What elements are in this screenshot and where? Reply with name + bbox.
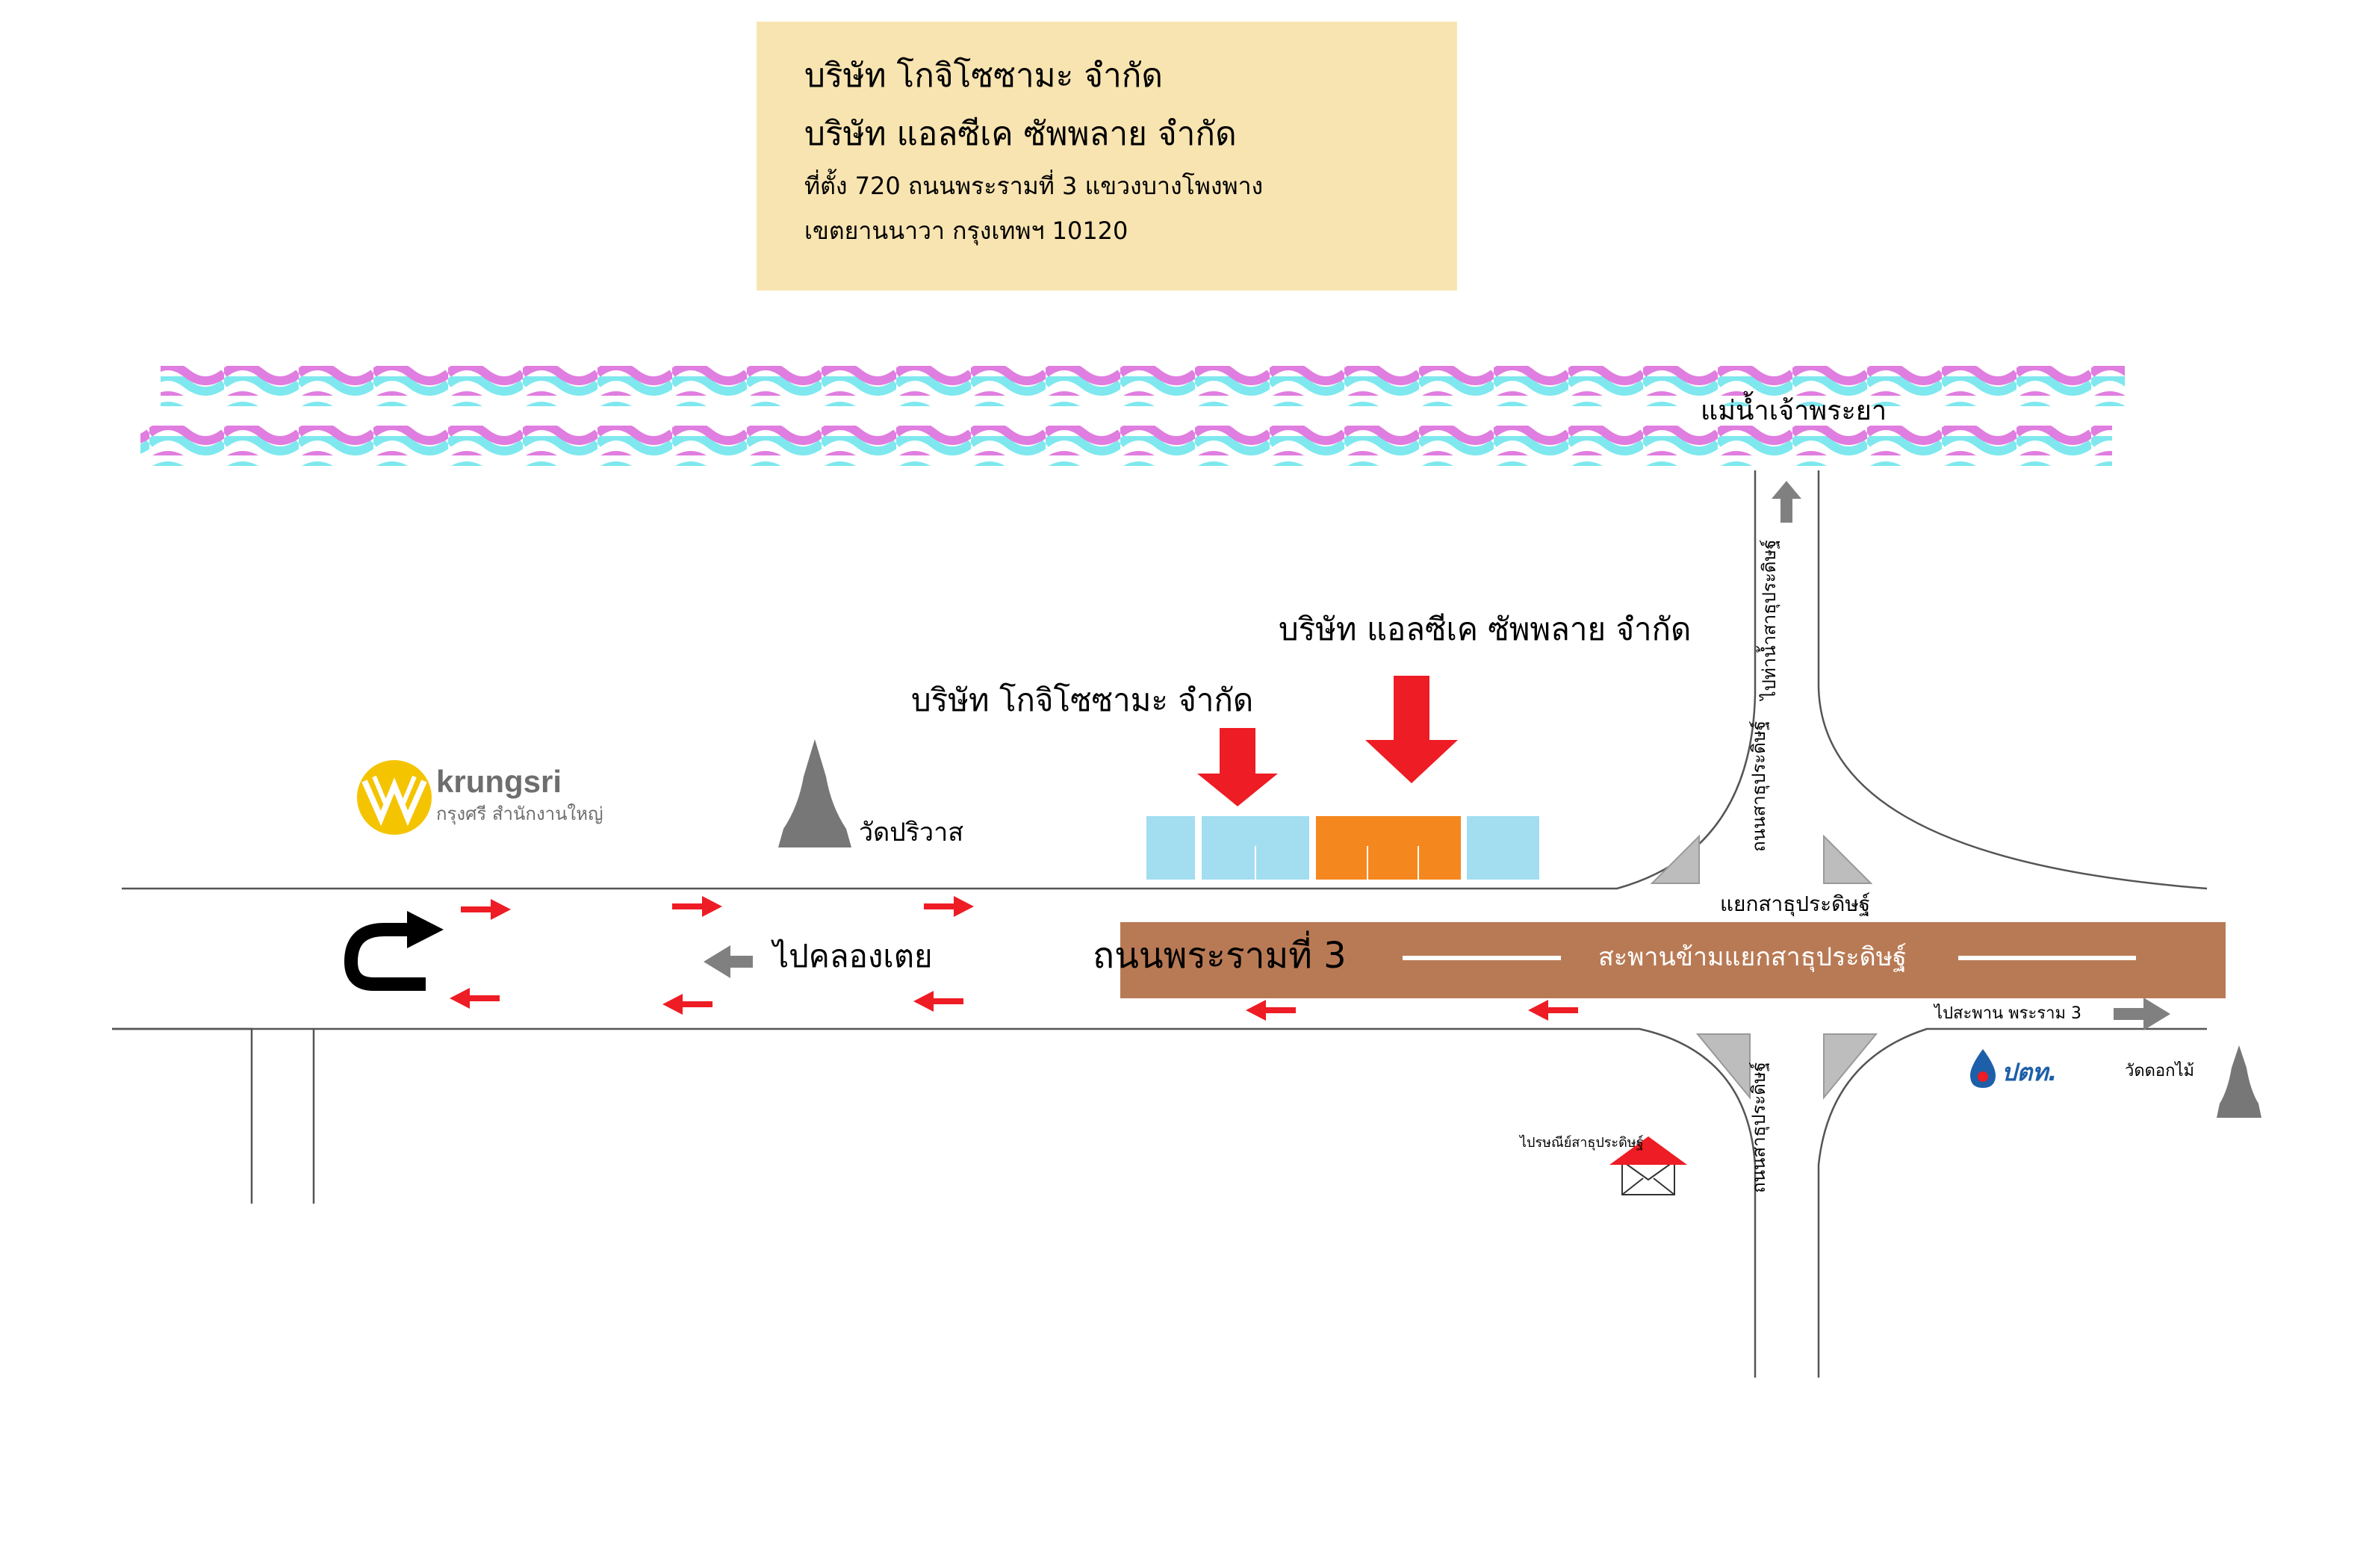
wat-pariwat-label: วัดปริวาส	[859, 818, 963, 847]
river	[140, 366, 2125, 466]
krungsri-name: krungsri	[436, 764, 562, 799]
address-company1: บริษัท โกจิโซซามะ จำกัด	[804, 57, 1164, 95]
lck-location-arrow-icon	[1365, 676, 1458, 783]
sathu-road-lower-label: ถนนสาธุประดิษฐ์	[1748, 1062, 1769, 1193]
u-turn-icon	[344, 911, 444, 991]
to-pier-label: ไปท่าน้ำสาธุประดิษฐ์	[1759, 539, 1780, 700]
rama3-road-label: ถนนพระรามที่ 3	[1093, 935, 1347, 977]
to-khlong-toei-label: ไปคลองเตย	[773, 938, 933, 974]
address-company2: บริษัท แอลซีเค ซัพพลาย จำกัด	[804, 115, 1237, 153]
pagoda-icon	[2217, 1045, 2261, 1118]
krungsri-logo	[357, 760, 432, 835]
address-box	[757, 22, 1457, 290]
post-office-icon	[1609, 1136, 1687, 1195]
pagoda-icon	[778, 739, 851, 847]
sathu-road-upper-label: ถนนสาธุประดิษฐ์	[1748, 721, 1769, 852]
ptt-logo	[1970, 1049, 1996, 1088]
to-pier-arrow-icon	[1772, 481, 1801, 523]
to-rama3-bridge-label: ไปสะพาน พระราม 3	[1934, 1004, 2081, 1023]
krungsri-branch: กรุงศรี สำนักงานใหญ่	[436, 803, 603, 824]
buildings	[1146, 816, 1539, 880]
lck-company-label: บริษัท แอลซีเค ซัพพลาย จำกัด	[1279, 611, 1692, 647]
address-line2: เขตยานนาวา กรุงเทพฯ 10120	[804, 217, 1128, 245]
address-line1: ที่ตั้ง 720 ถนนพระรามที่ 3 แขวงบางโพงพาง	[804, 172, 1264, 200]
post-office-label: ไปรษณีย์สาธุประดิษฐ์	[1520, 1135, 1644, 1151]
roads	[112, 470, 2208, 1378]
to-khlong-toei-arrow-icon	[704, 945, 753, 978]
goji-location-arrow-icon	[1197, 728, 1278, 806]
river-label: แม่น้ำเจ้าพระยา	[1701, 396, 1887, 426]
traffic-arrows	[450, 896, 1578, 1021]
goji-company-label: บริษัท โกจิโซซามะ จำกัด	[911, 682, 1254, 718]
junction-label: แยกสาธุประดิษฐ์	[1720, 892, 1871, 916]
ptt-label: ปตท.	[2002, 1058, 2058, 1086]
traffic-islands	[1650, 834, 1878, 1100]
wat-dokmai-label: วัดดอกไม้	[2125, 1062, 2195, 1080]
to-rama3-bridge-arrow-icon	[2114, 998, 2170, 1030]
bridge-label: สะพานข้ามแยกสาธุประดิษฐ์	[1598, 942, 1907, 972]
